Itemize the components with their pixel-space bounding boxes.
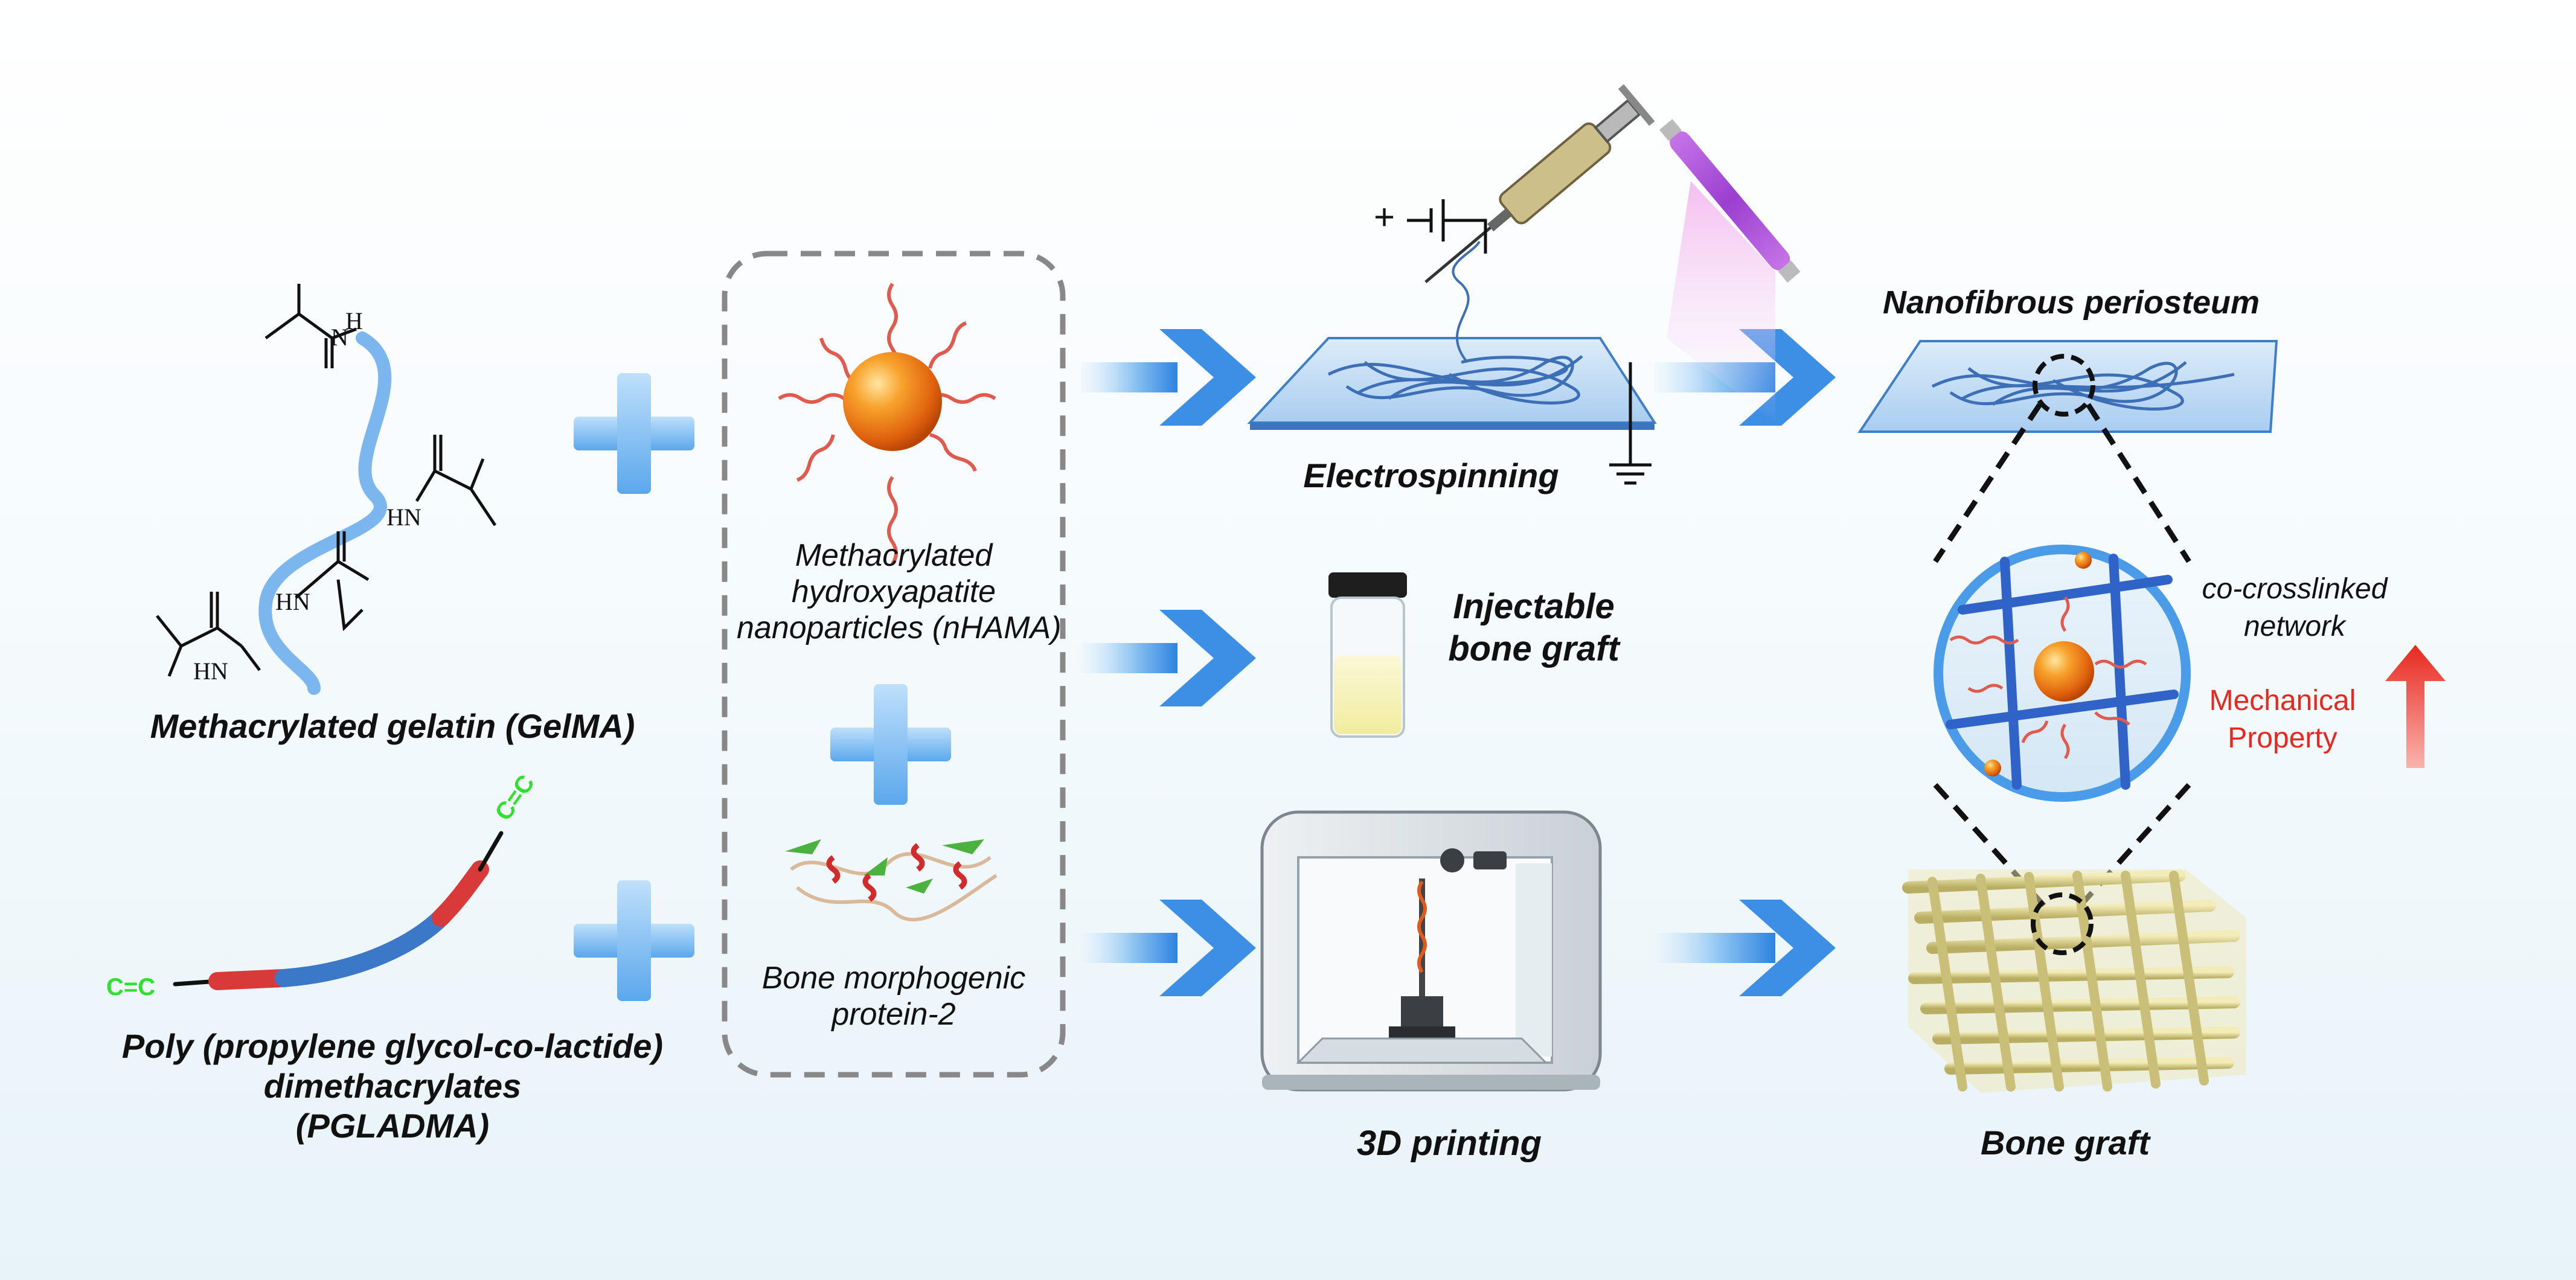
mechanical-increase-arrow-icon (2385, 645, 2446, 768)
mechanical-property-label: Mechanical Property (2186, 682, 2379, 757)
3d-printer-icon (1260, 810, 1602, 1092)
pgladma-end-group-left: C=C (106, 974, 155, 1000)
injectable-label-line2: bone graft (1448, 629, 1620, 668)
pgladma-structure (173, 831, 504, 990)
atom-hn-right: HN (386, 504, 421, 531)
atom-nh-top: N (331, 324, 348, 351)
plus-icon-pgladma (574, 880, 694, 1001)
nhama-label-line2: hydroxyapatite (791, 574, 996, 609)
nhama-particle-icon (778, 283, 996, 565)
gelma-structure (156, 284, 497, 695)
bone-graft-scaffold-icon (1902, 869, 2246, 1093)
mechanical-label-line1: Mechanical (2209, 685, 2356, 717)
atom-hn-lower: HN (193, 658, 228, 685)
pgladma-label-line3: (PGLADMA) (295, 1107, 490, 1145)
bmp2-label-line1: Bone morphogenic (761, 961, 1026, 996)
bmp2-protein-icon (785, 839, 998, 921)
plus-icon-gelma (574, 373, 694, 494)
plus-icon-middle (830, 684, 951, 805)
network-zoom-icon (1934, 545, 2191, 802)
arrow-icon-to-injectable (1081, 610, 1256, 706)
nhama-label-line1: Methacrylated (795, 538, 993, 573)
electrospinning-label: Electrospinning (1303, 456, 1559, 494)
atom-hn-middle: HN (275, 588, 310, 615)
injectable-vial-icon (1328, 572, 1407, 738)
additives-dashed-box (722, 251, 1066, 1078)
atom-h-top: H (345, 307, 363, 334)
network-label: co-crosslinked network (2186, 571, 2403, 645)
pgladma-label: Poly (propylene glycol-co-lactide) dimet… (78, 1026, 706, 1146)
voltage-plus-symbol: + (1374, 197, 1395, 237)
pgladma-label-line1: Poly (propylene glycol-co-lactide) (121, 1027, 664, 1065)
zoom-connector-lines (1933, 403, 2191, 908)
electrospinning-setup-icon: + (1247, 84, 1801, 485)
pgladma-end-group-right: C=C (490, 770, 540, 825)
bmp2-label: Bone morphogenic protein-2 (737, 960, 1051, 1032)
periosteum-mat-icon (1857, 340, 2278, 433)
mechanical-label-line2: Property (2228, 722, 2337, 754)
periosteum-label: Nanofibrous periosteum (1882, 284, 2260, 321)
pgladma-label-line2: dimethacrylates (263, 1067, 522, 1105)
nhama-label-line3: nanoparticles (nHAMA) (737, 610, 1062, 645)
injectable-label-line1: Injectable (1453, 587, 1615, 626)
bmp2-label-line2: protein-2 (831, 997, 956, 1032)
gelma-label: Methacrylated gelatin (GelMA) (150, 707, 635, 745)
network-label-line2: network (2243, 610, 2346, 642)
arrow-icon-to-printing (1081, 900, 1256, 996)
gelma-atom-labels: N H HN HN HN (193, 307, 421, 685)
arrow-icon-to-electrospinning (1081, 329, 1256, 426)
nhama-label: Methacrylated hydroxyapatite nanoparticl… (737, 537, 1062, 646)
arrow-icon-to-bone-graft (1655, 900, 1836, 996)
injectable-label: Injectable bone graft (1407, 586, 1661, 670)
bone-graft-label: Bone graft (1981, 1124, 2150, 1162)
network-label-line1: co-crosslinked (2202, 573, 2388, 605)
printing-label: 3D printing (1356, 1124, 1542, 1163)
